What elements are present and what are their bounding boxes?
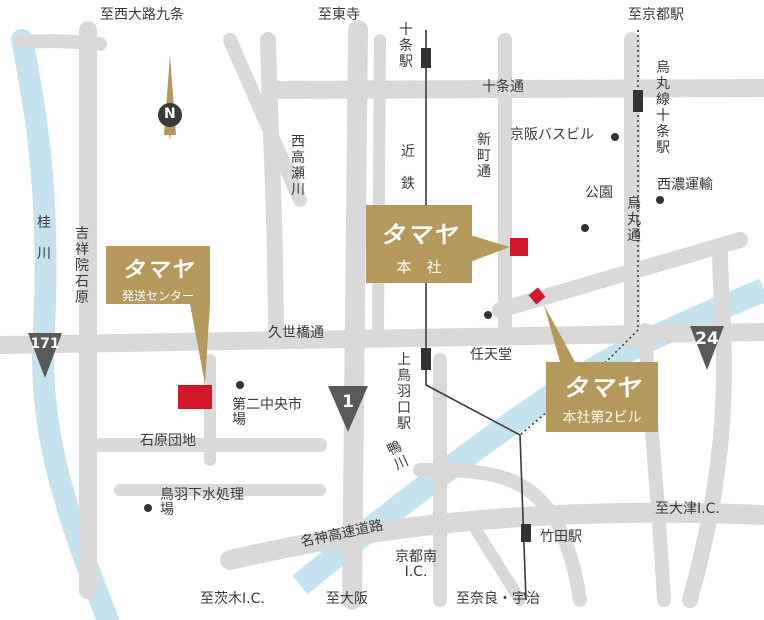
route-shield-icon [328,386,368,432]
route-24-label: 24 [695,329,719,349]
ishihara-danchi-label: 石原団地 [140,433,196,449]
daini-ichiba-label: 第二中央市場 [232,397,302,429]
road-toji [342,20,368,610]
station-icon [421,348,431,370]
kintetsu-label: 近鉄 [401,144,415,193]
dir-osaka-label: 至大阪 [326,591,368,607]
shinmachi-dori-label: 新町通 [477,132,491,181]
hq2-marker [528,287,546,305]
nintendo-label: 任天堂 [470,347,512,363]
road-east [682,242,732,608]
hq-sub: 本 社 [396,258,442,276]
kamitoba-label: 上鳥羽口駅 [397,352,411,433]
station-icon [421,48,431,68]
hq-marker [510,238,528,256]
hq2-brand: タマヤ [563,374,641,402]
route-1-label: 1 [342,392,354,412]
hq2-sub: 本社第2ビル [562,410,642,426]
road-takeda-south [464,514,526,606]
road-meishin [220,502,764,570]
hq-brand: タマヤ [380,221,458,249]
seino-label: 西濃運輸 [657,177,713,193]
north-arrow-icon [158,55,182,140]
road-route1-link [223,33,307,207]
takeda-station-label: 竹田駅 [540,529,582,545]
hq2-callout: タマヤ 本社第2ビル [546,362,658,432]
shipping-sub: 発送センター [121,289,194,303]
dir-otsu-ic-label: 至大津I.C. [655,501,720,517]
jujo-dori-label: 十条通 [482,79,524,95]
dir-nishioji-label: 至西大路九条 [100,7,184,23]
nishi-takase-label: 西高瀬川 [291,134,305,199]
dir-kyoto-station-label: 至京都駅 [628,7,684,23]
station-icon [633,90,643,112]
kyoto-minami-ic-label: 京都南I.C. [395,549,437,581]
road-kintetsu-side [372,34,386,336]
jujo-station-label: 十条駅 [399,22,413,71]
shipping-pointer [190,304,210,384]
karasuma-jujo-label: 烏丸線十条駅 [656,60,670,157]
hq2-pointer [544,305,575,362]
katsura-label: 桂川 [37,215,51,262]
north-label: N [164,106,176,122]
shipping-marker [178,385,212,409]
poi-dot-icon [484,311,492,319]
park-label: 公園 [585,185,613,201]
poi-dot-icon [144,504,152,512]
poi-dot-icon [236,381,244,389]
dir-toji-label: 至東寺 [318,7,360,23]
poi-dot-icon [581,224,589,232]
kuzebashi-dori-label: 久世橋通 [268,325,324,341]
keihan-bus-label: 京阪バスビル [510,127,594,143]
road-west-loop [13,34,107,51]
hq-callout: タマヤ 本 社 [366,205,472,283]
toba-treatment-label: 鳥羽下水処理場 [160,487,244,519]
katsura-river [11,29,119,620]
shipping-callout: タマヤ 発送センター [106,246,210,304]
road-nishitakase [260,32,284,338]
karasuma-dori-label: 烏丸通 [627,196,641,245]
poi-dot-icon [611,133,619,141]
route-shield-icon [690,326,724,370]
route-171-label: 171 [30,336,60,352]
station-icon [521,524,531,542]
shipping-brand: タマヤ [121,258,194,283]
hq-pointer [470,235,510,262]
poi-dot-icon [656,196,664,204]
dir-ibaraki-ic-label: 至茨木I.C. [200,591,265,607]
dir-nara-uji-label: 至奈良・宇治 [456,591,540,607]
route-shield-icon [28,333,62,378]
kisshoin-label: 吉祥院石原 [75,226,89,307]
